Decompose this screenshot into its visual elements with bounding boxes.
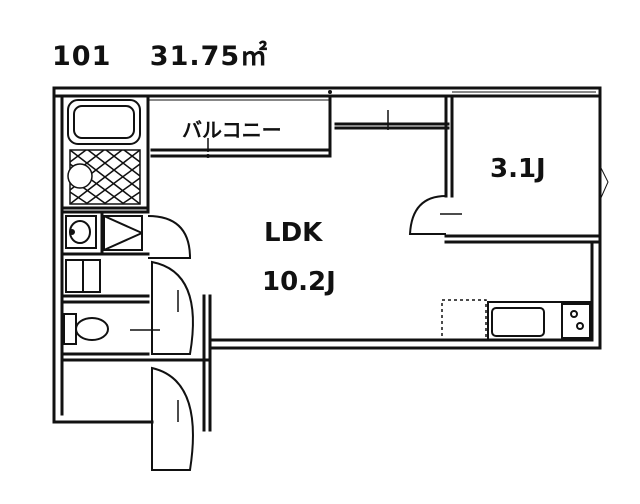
kitchen-counter bbox=[441, 299, 593, 341]
unit-area: 31.75㎡ bbox=[149, 41, 269, 72]
bathtub-icon bbox=[67, 99, 141, 145]
washing-machine-icon bbox=[103, 215, 143, 251]
storage-shelf-icon bbox=[65, 259, 101, 293]
toilet-icon bbox=[63, 313, 109, 345]
arrow-marks bbox=[130, 110, 462, 422]
balcony-walls bbox=[146, 94, 450, 214]
washbasin-icon bbox=[65, 215, 97, 249]
wall-marks bbox=[206, 90, 332, 158]
ldk-label: LDK bbox=[264, 218, 323, 248]
room2-size-label: 3.1J bbox=[490, 154, 546, 184]
door-swings bbox=[147, 195, 447, 471]
windows bbox=[148, 91, 609, 201]
wet-area-walls bbox=[60, 206, 212, 432]
plan-header: 101 31.75㎡ bbox=[52, 34, 296, 73]
balcony-label: バルコニー bbox=[182, 118, 282, 142]
ldk-size-label: 10.2J bbox=[262, 267, 336, 297]
unit-number: 101 bbox=[52, 41, 112, 72]
shower-floor-icon bbox=[67, 149, 141, 205]
